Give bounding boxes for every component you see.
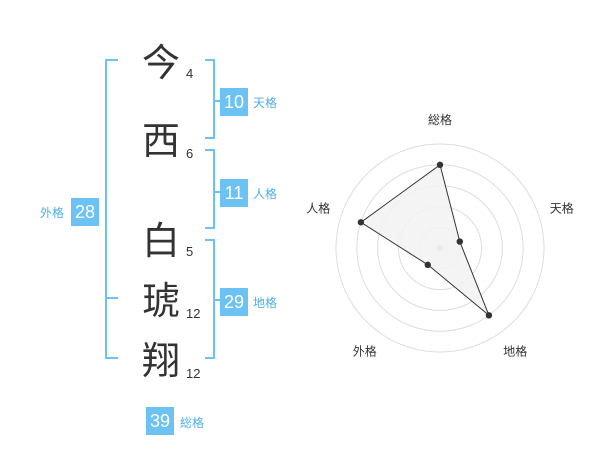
radar-point (424, 261, 431, 269)
radar-axis-label: 天格 (550, 200, 574, 215)
name-char-5: 翔 (141, 339, 180, 383)
radar-area (360, 163, 490, 316)
name-char-4: 琥 (141, 279, 180, 323)
radar-point (485, 312, 493, 319)
radar-axis-label: 地格 (503, 344, 527, 359)
radar-axis-label: 総格 (428, 112, 452, 127)
stroke-count-2: 6 (186, 146, 194, 161)
tenkaku-label: 天格 (253, 96, 278, 110)
radar-point (456, 238, 463, 245)
chikaku-value: 29 (220, 288, 248, 316)
stroke-count-3: 5 (186, 244, 194, 259)
jinkaku-value: 11 (220, 179, 248, 207)
jinkaku-bracket (205, 149, 215, 229)
name-char-2: 西 (141, 119, 180, 163)
stroke-count-1: 4 (186, 66, 194, 81)
stroke-count-4: 12 (186, 306, 201, 321)
radar-ring (335, 143, 545, 353)
gaikaku-label: 外格 (40, 206, 65, 220)
name-char-3: 白 (141, 219, 180, 263)
soukaku-label: 総格 (180, 416, 205, 430)
stroke-count-5: 12 (186, 366, 201, 381)
gaikaku-bracket (105, 59, 118, 359)
tenkaku-bracket (205, 59, 215, 139)
tenkaku-value: 10 (220, 88, 248, 116)
chikaku-bracket (205, 239, 215, 359)
radar-point (436, 161, 444, 168)
jinkaku-label: 人格 (253, 187, 278, 201)
name-char-1: 今 (141, 41, 180, 85)
gaikaku-value: 28 (71, 198, 99, 226)
radar-points (357, 161, 493, 319)
radar-axis-label: 外格 (353, 344, 377, 359)
radar-axis-label: 人格 (306, 200, 330, 215)
radar-point (357, 219, 365, 226)
chikaku-label: 地格 (253, 296, 278, 310)
soukaku-value: 39 (146, 407, 174, 435)
